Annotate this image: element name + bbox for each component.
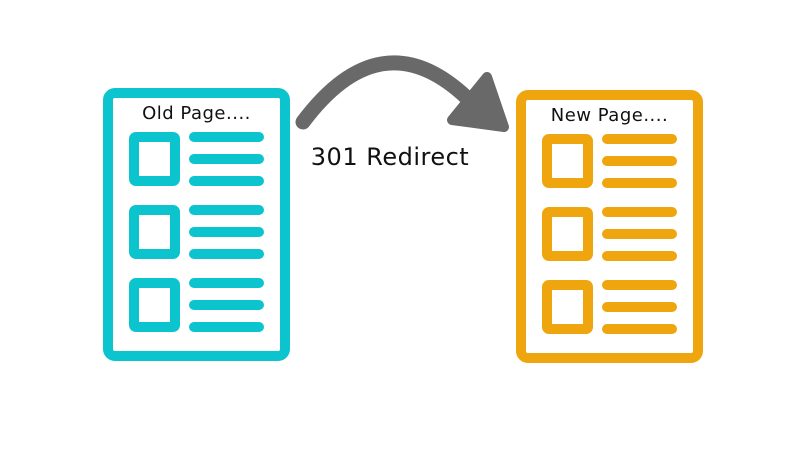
old-page-title: Old Page.... xyxy=(142,103,251,124)
text-lines-group xyxy=(602,134,677,188)
text-lines-group xyxy=(189,278,264,332)
content-row xyxy=(129,205,264,259)
content-row xyxy=(129,132,264,186)
image-placeholder-square xyxy=(129,278,180,332)
image-placeholder-square xyxy=(129,132,180,186)
image-placeholder-square xyxy=(129,205,180,259)
text-lines-group xyxy=(602,207,677,261)
content-row xyxy=(542,134,677,188)
content-row xyxy=(542,280,677,334)
content-row xyxy=(129,278,264,332)
text-line-bar xyxy=(602,134,677,144)
text-lines-group xyxy=(189,205,264,259)
text-line-bar xyxy=(602,251,677,261)
text-line-bar xyxy=(602,302,677,312)
text-line-bar xyxy=(602,229,677,239)
image-placeholder-square xyxy=(542,280,593,334)
text-line-bar xyxy=(189,249,264,259)
text-line-bar xyxy=(189,205,264,215)
image-placeholder-square xyxy=(542,207,593,261)
text-line-bar xyxy=(602,280,677,290)
text-line-bar xyxy=(189,176,264,186)
text-lines-group xyxy=(189,132,264,186)
text-line-bar xyxy=(602,324,677,334)
new-page-title: New Page.... xyxy=(550,105,669,126)
text-line-bar xyxy=(189,227,264,237)
content-row xyxy=(542,207,677,261)
text-line-bar xyxy=(602,156,677,166)
text-lines-group xyxy=(602,280,677,334)
text-line-bar xyxy=(189,132,264,142)
old-page-card: Old Page.... xyxy=(103,88,290,361)
text-line-bar xyxy=(189,278,264,288)
text-line-bar xyxy=(189,300,264,310)
text-line-bar xyxy=(189,322,264,332)
redirect-label: 301 Redirect xyxy=(310,143,470,171)
new-page-card: New Page.... xyxy=(516,90,703,363)
text-line-bar xyxy=(602,178,677,188)
text-line-bar xyxy=(189,154,264,164)
image-placeholder-square xyxy=(542,134,593,188)
text-line-bar xyxy=(602,207,677,217)
